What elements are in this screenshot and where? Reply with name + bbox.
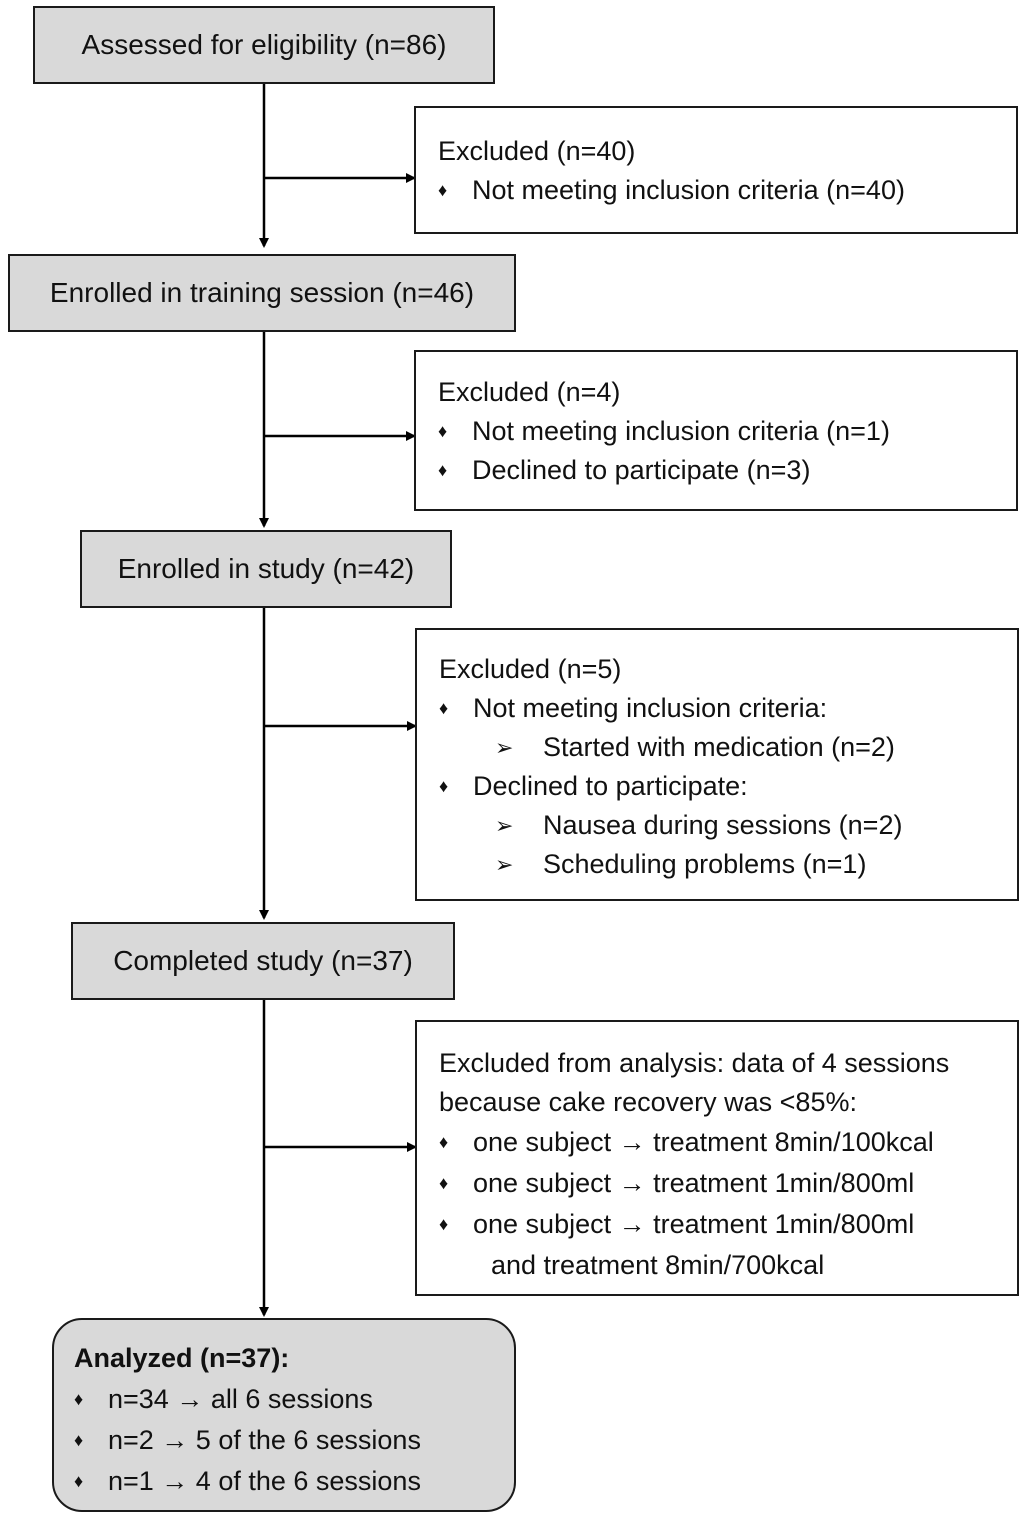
excluded-2-title: Excluded (n=4) [438, 377, 621, 407]
bullet-icon: ♦ [74, 1389, 84, 1409]
arrowhead-bullet-icon: ➢ [495, 735, 514, 760]
arrowhead-bullet-icon: ➢ [495, 813, 514, 838]
list-item: ♦Declined to participate: [439, 767, 1017, 806]
bullet-icon: ♦ [438, 421, 448, 441]
excluded-3-title: Excluded (n=5) [439, 654, 622, 684]
bullet-icon: ♦ [74, 1430, 84, 1450]
list-item: ♦Not meeting inclusion criteria: [439, 689, 1017, 728]
training-box: Enrolled in training session (n=46) [8, 254, 516, 332]
list-item: ♦n=1 → 4 of the 6 sessions [74, 1461, 514, 1502]
list-item: ♦one subject → treatment 8min/100kcal [439, 1122, 1017, 1163]
excluded-box-4: Excluded from analysis: data of 4 sessio… [415, 1020, 1019, 1296]
bullet-icon: ♦ [439, 1173, 449, 1193]
completed-label: Completed study (n=37) [113, 945, 413, 976]
list-item-continuation: and treatment 8min/700kcal [491, 1250, 825, 1280]
list-item: ♦Declined to participate (n=3) [438, 451, 1016, 490]
sub-list-item: ➢Nausea during sessions (n=2) [439, 806, 1017, 845]
excluded-box-2: Excluded (n=4) ♦Not meeting inclusion cr… [414, 350, 1018, 511]
excluded-4-title-line-2: because cake recovery was <85%: [439, 1087, 857, 1117]
list-item: ♦one subject → treatment 1min/800ml [439, 1204, 1017, 1245]
bullet-icon: ♦ [74, 1471, 84, 1491]
excluded-4-title-line-1: Excluded from analysis: data of 4 sessio… [439, 1048, 950, 1078]
bullet-icon: ♦ [439, 1214, 449, 1234]
list-item: ♦one subject → treatment 1min/800ml [439, 1163, 1017, 1204]
sub-list-item: ➢Started with medication (n=2) [439, 728, 1017, 767]
bullet-icon: ♦ [439, 1132, 449, 1152]
excluded-box-1: Excluded (n=40) ♦Not meeting inclusion c… [414, 106, 1018, 234]
assessed-box: Assessed for eligibility (n=86) [33, 6, 495, 84]
study-box: Enrolled in study (n=42) [80, 530, 452, 608]
excluded-box-3: Excluded (n=5) ♦Not meeting inclusion cr… [415, 628, 1019, 901]
completed-box: Completed study (n=37) [71, 922, 455, 1000]
bullet-icon: ♦ [439, 698, 449, 718]
sub-list-item: ➢Scheduling problems (n=1) [439, 845, 1017, 884]
excluded-1-title: Excluded (n=40) [438, 136, 636, 166]
bullet-icon: ♦ [439, 776, 449, 796]
arrowhead-bullet-icon: ➢ [495, 852, 514, 877]
list-item: ♦Not meeting inclusion criteria (n=40) [438, 171, 1016, 210]
list-item: ♦Not meeting inclusion criteria (n=1) [438, 412, 1016, 451]
assessed-label: Assessed for eligibility (n=86) [81, 29, 447, 60]
bullet-icon: ♦ [438, 460, 448, 480]
list-item: ♦n=34 → all 6 sessions [74, 1379, 514, 1420]
analyzed-box: Analyzed (n=37): ♦n=34 → all 6 sessions … [52, 1318, 516, 1512]
study-label: Enrolled in study (n=42) [117, 553, 415, 584]
training-label: Enrolled in training session (n=46) [49, 277, 475, 308]
list-item: ♦n=2 → 5 of the 6 sessions [74, 1420, 514, 1461]
analyzed-title: Analyzed (n=37): [74, 1343, 290, 1373]
bullet-icon: ♦ [438, 180, 448, 200]
